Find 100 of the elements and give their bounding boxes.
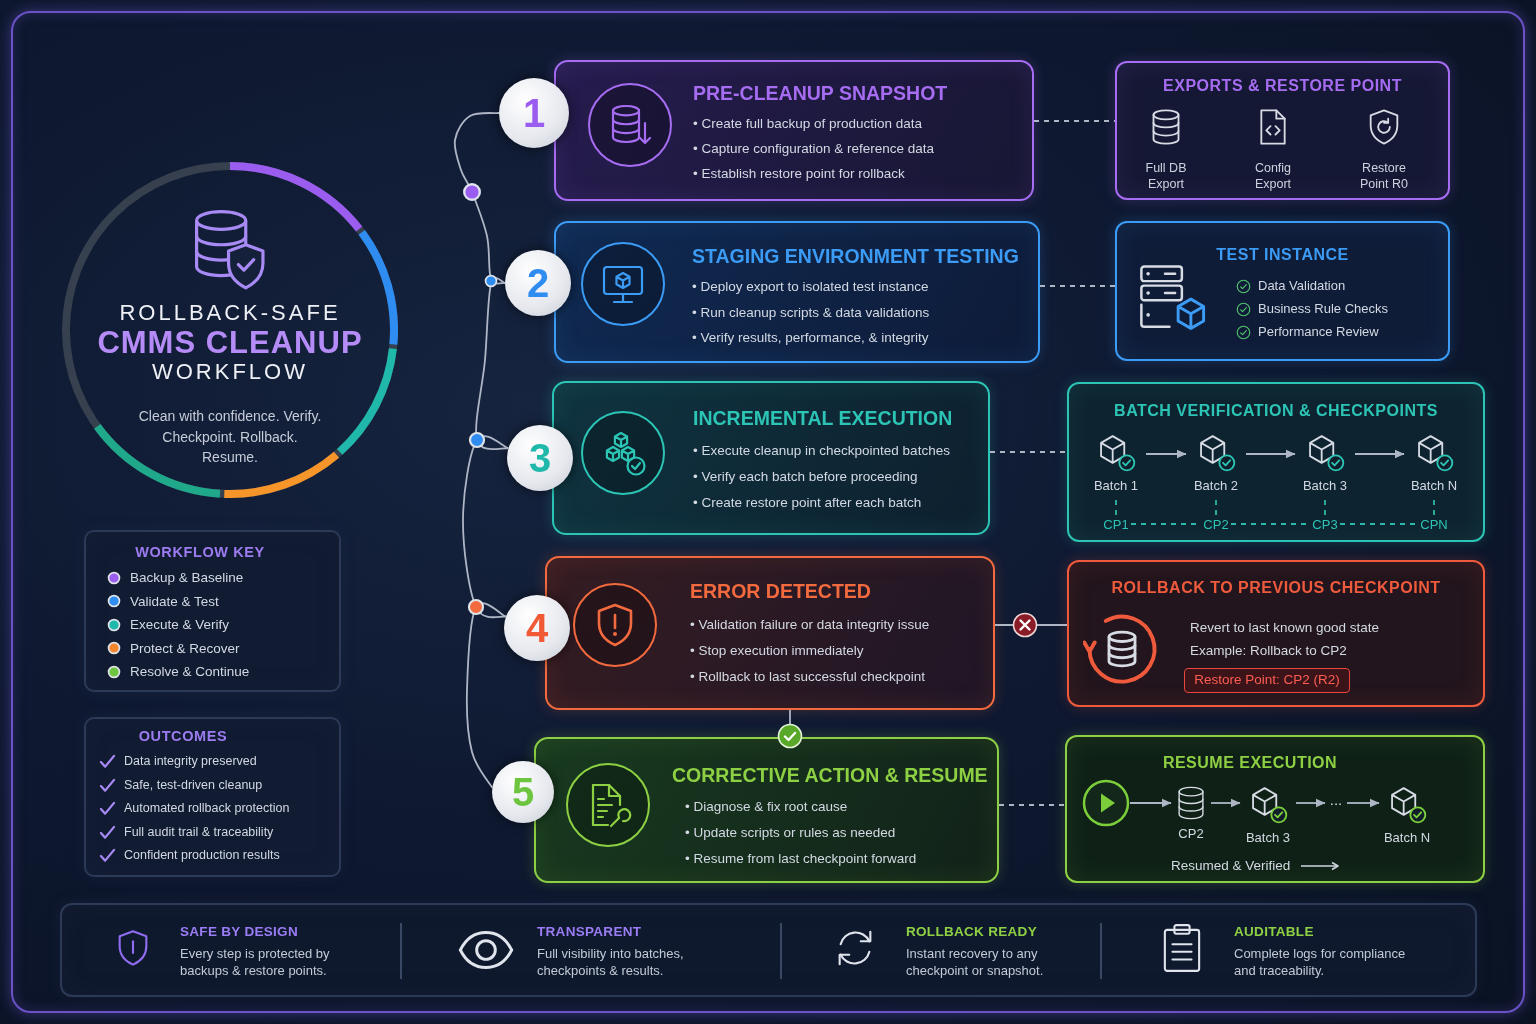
feature-text: Every step is protected by backups & restore points. (180, 945, 331, 979)
dashed-connector (998, 804, 1066, 806)
dashed-connector (1115, 499, 1117, 517)
feature-heading: SAFE BY DESIGN (180, 924, 298, 939)
bullet-point: • Establish restore point for rollback (693, 165, 905, 183)
legend-label: Backup & Baseline (130, 569, 244, 586)
dashed-connector (989, 451, 1068, 453)
feature-heading: AUDITABLE (1234, 924, 1314, 939)
feature-band (60, 903, 1477, 997)
diagram-title: ROLLBACK-SAFE CMMS CLEANUP WORKFLOW (97, 300, 363, 385)
step-card (554, 221, 1040, 363)
outcome-item: Safe, test-driven cleanup (124, 776, 263, 793)
feature-text: Full visibility into batches, checkpoints & results. (537, 945, 685, 979)
detail-panel (1067, 382, 1485, 542)
detail-panel (1115, 61, 1450, 200)
step-number-circle: 4 (504, 595, 570, 661)
detail-panel (1115, 221, 1450, 361)
step-heading: ERROR DETECTED (690, 580, 871, 603)
checkpoint-label: CP3 (1310, 516, 1340, 533)
feature-text: Instant recovery to any checkpoint or snapshot. (906, 945, 1045, 979)
bullet-point: • Create full backup of production data (693, 115, 923, 133)
restore-point-tag: Restore Point: CP2 (R2) (1184, 668, 1350, 693)
connector-line (465, 602, 507, 789)
batch-label: Batch 1 (1093, 478, 1139, 494)
icon-caption: Full DB Export (1144, 160, 1188, 192)
arrow (1129, 798, 1172, 808)
checkpoint-label: CP2 (1178, 826, 1204, 842)
bullet-point: • Resume from last checkpoint forward (685, 850, 917, 868)
detail-panel (1067, 560, 1485, 707)
bullet-point: • Update scripts or rules as needed (685, 824, 896, 842)
step-card (552, 381, 990, 535)
key-panel (84, 530, 341, 692)
panel-text: Example: Rollback to CP2 (1190, 643, 1347, 659)
legend-label: Resolve & Continue (130, 663, 250, 681)
panel-text: Revert to last known good state (1190, 620, 1380, 636)
step-heading: CORRECTIVE ACTION & RESUME (672, 764, 988, 787)
bullet-point: • Run cleanup scripts & data validations (692, 303, 930, 322)
panel-heading: WORKFLOW KEY (135, 544, 265, 560)
check-item: Business Rule Checks (1258, 301, 1389, 317)
connector-line (462, 435, 510, 619)
outcome-item: Confident production results (124, 847, 280, 863)
panel-heading: BATCH VERIFICATION & CHECKPOINTS (1114, 402, 1438, 420)
icon-caption: Restore Point R0 (1359, 160, 1409, 192)
dashed-connector (1033, 120, 1116, 122)
tagline: Clean with confidence. Verify. Checkpoint. Rollback. Resume. (137, 407, 323, 467)
panel-heading: OUTCOMES (138, 728, 228, 744)
step-number-circle: 1 (499, 78, 569, 148)
panel-heading: RESUME EXECUTION (1162, 754, 1338, 772)
legend-label: Execute & Verify (130, 616, 230, 634)
status-text: Resumed & Verified (1171, 858, 1291, 874)
bullet-point: • Create restore point after each batch (693, 494, 922, 512)
detail-panel (1065, 735, 1485, 883)
panel-heading: EXPORTS & RESTORE POINT (1163, 77, 1402, 95)
panel-heading: ROLLBACK TO PREVIOUS CHECKPOINT (1111, 579, 1441, 597)
arrow (1346, 798, 1380, 808)
bullet-point: • Rollback to last successful checkpoint (690, 668, 926, 686)
dashed-connector (1433, 499, 1435, 517)
bullet-point: • Verify each batch before proceeding (693, 468, 918, 486)
check-item: Data Validation (1258, 278, 1346, 294)
outcomes-panel (84, 717, 341, 877)
step-heading: PRE-CLEANUP SNAPSHOT (693, 82, 948, 105)
step-heading: STAGING ENVIRONMENT TESTING (692, 245, 1019, 268)
bullet-point: • Capture configuration & reference data (693, 140, 935, 158)
checkpoint-label: CP1 (1101, 516, 1131, 533)
bullet-point: • Diagnose & fix root cause (685, 798, 848, 816)
step-card (534, 737, 999, 883)
step-number-circle: 5 (492, 761, 554, 823)
icon-caption: Config Export (1253, 160, 1293, 192)
check-item: Performance Review (1258, 324, 1379, 340)
checkpoint-label: CP2 (1201, 516, 1231, 533)
feature-text: Complete logs for compliance and traceability. (1234, 945, 1407, 979)
step-card (554, 60, 1034, 201)
connector-line (475, 277, 510, 451)
panel-heading: TEST INSTANCE (1216, 246, 1349, 264)
bullet-point: • Deploy export to isolated test instance (692, 278, 929, 296)
outcome-item: Full audit trail & traceability (124, 823, 274, 840)
connector-line (994, 624, 1068, 626)
batch-label: Batch 3 (1245, 830, 1291, 846)
step-number-circle: 3 (507, 425, 573, 491)
legend-label: Validate & Test (130, 592, 219, 610)
bullet-point: • Verify results, performance, & integrity (692, 329, 929, 347)
arrow (1145, 449, 1187, 459)
arrow (1245, 449, 1296, 459)
dashed-connector (1039, 285, 1116, 287)
outcome-item: Data integrity preserved (124, 753, 257, 769)
connector-line (453, 112, 506, 285)
checkpoint-label: CPN (1419, 516, 1449, 533)
step-heading: INCREMENTAL EXECUTION (693, 407, 953, 430)
play-icon (1082, 779, 1130, 827)
feature-heading: ROLLBACK READY (906, 924, 1037, 939)
ellipsis-text: ... (1325, 794, 1347, 810)
batch-label: Batch 3 (1302, 478, 1348, 494)
batch-label: Batch 2 (1193, 478, 1239, 494)
dashed-connector (1215, 499, 1217, 517)
outcome-item: Automated rollback protection (124, 800, 290, 816)
dashed-connector (1324, 499, 1326, 517)
arrow (1354, 449, 1405, 459)
legend-label: Protect & Recover (130, 639, 240, 657)
feature-heading: TRANSPARENT (537, 924, 642, 939)
batch-label: Batch N (1410, 478, 1458, 494)
